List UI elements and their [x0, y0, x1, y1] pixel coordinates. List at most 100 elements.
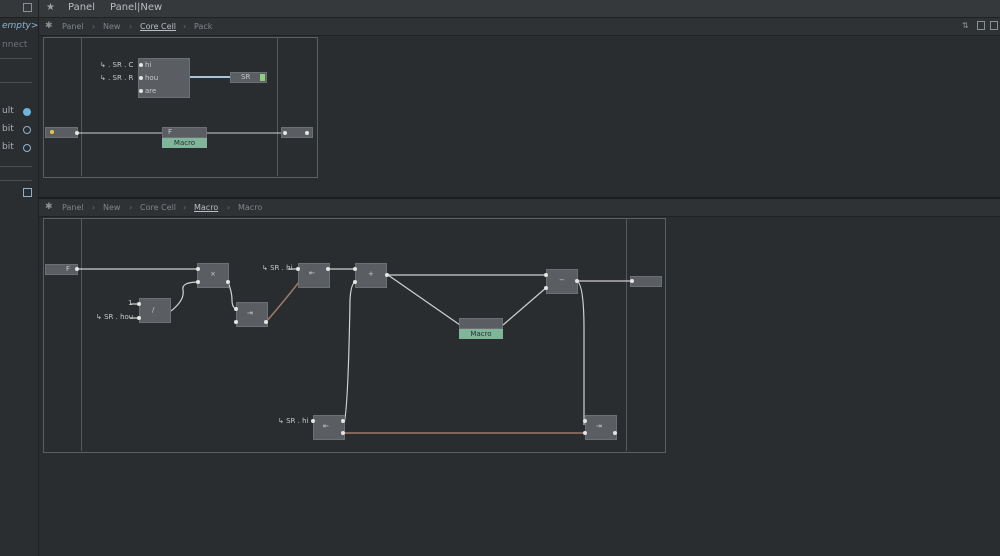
pin[interactable]: [583, 431, 587, 435]
tab-panel-new[interactable]: Panel|New: [110, 2, 163, 13]
port-hou: hou: [145, 74, 159, 82]
output-node[interactable]: [281, 127, 313, 138]
subtract-label: −: [559, 276, 565, 284]
pin[interactable]: [583, 419, 587, 423]
macro-node-header[interactable]: [459, 318, 503, 329]
pin[interactable]: [385, 273, 389, 277]
breadcrumb-panel[interactable]: Panel: [62, 22, 84, 31]
pin[interactable]: [226, 280, 230, 284]
multiply-node[interactable]: [197, 263, 229, 288]
pin[interactable]: [137, 316, 141, 320]
delay-icon: ⇤: [309, 269, 315, 277]
divide-label: /: [152, 306, 155, 314]
editor-splitter[interactable]: [39, 197, 1000, 199]
divider: [0, 166, 32, 167]
feedback-icon: ⇥: [247, 309, 253, 317]
tab-panel[interactable]: Panel: [68, 2, 95, 13]
pin[interactable]: [305, 131, 309, 135]
pin[interactable]: [326, 267, 330, 271]
pin[interactable]: [75, 267, 79, 271]
left-panel: [0, 0, 39, 556]
pin[interactable]: [139, 63, 143, 67]
top-tab-bar: [39, 0, 1000, 18]
breadcrumb-new[interactable]: New: [103, 203, 121, 212]
f-node[interactable]: [162, 127, 207, 138]
chevron-right-icon: ›: [183, 22, 187, 31]
pin[interactable]: [613, 431, 617, 435]
pin[interactable]: [544, 286, 548, 290]
breadcrumb-macro[interactable]: Macro: [194, 203, 219, 212]
pack-node[interactable]: [138, 58, 190, 98]
pin[interactable]: [353, 267, 357, 271]
breadcrumb-new[interactable]: New: [103, 22, 121, 31]
f-node-label: F: [168, 128, 173, 136]
radio-option-3[interactable]: [23, 144, 31, 152]
input-sr-r: ↳ . SR . R: [100, 74, 134, 82]
divide-node[interactable]: [139, 298, 171, 323]
sr-output-node[interactable]: [230, 72, 267, 83]
layout-icon[interactable]: [990, 21, 998, 30]
pin[interactable]: [234, 320, 238, 324]
feedback-icon: ⇥: [596, 422, 602, 430]
output-node[interactable]: [630, 276, 662, 287]
pin[interactable]: [341, 431, 345, 435]
pin[interactable]: [234, 307, 238, 311]
pin[interactable]: [353, 280, 357, 284]
macro-node[interactable]: Macro: [459, 329, 503, 339]
checkbox[interactable]: [23, 188, 32, 197]
top-patch-frame: [43, 37, 318, 178]
chevron-right-icon: ›: [92, 203, 96, 212]
chevron-right-icon: ›: [129, 22, 133, 31]
left-panel-header: [0, 0, 38, 18]
feedback-node-bottom[interactable]: [585, 415, 617, 440]
sr-hi-bottom-label: ↳ SR . hi: [278, 417, 309, 425]
pin[interactable]: [341, 419, 345, 423]
const-one-label: 1: [128, 299, 133, 307]
feedback-node[interactable]: [236, 302, 268, 327]
frame-divider: [81, 38, 82, 176]
sort-icon[interactable]: ⇅: [962, 21, 969, 30]
pin[interactable]: [139, 89, 143, 93]
breadcrumb-pack[interactable]: Pack: [194, 22, 213, 31]
pin[interactable]: [196, 267, 200, 271]
option-label-3: bit: [2, 142, 14, 152]
add-node[interactable]: [355, 263, 387, 288]
radio-option-2[interactable]: [23, 126, 31, 134]
breadcrumb-core-cell[interactable]: Core Cell: [140, 22, 177, 31]
pin[interactable]: [544, 273, 548, 277]
split-view-icon[interactable]: [977, 21, 985, 30]
breadcrumb-panel[interactable]: Panel: [62, 203, 84, 212]
macro-node[interactable]: Macro: [162, 138, 207, 148]
status-indicator: [260, 74, 265, 81]
frame-divider: [626, 219, 627, 451]
chevron-right-icon: ›: [227, 203, 231, 212]
external-link-icon[interactable]: [23, 3, 32, 12]
pin[interactable]: [139, 76, 143, 80]
add-label: +: [368, 270, 374, 278]
pin[interactable]: [264, 320, 268, 324]
f-input-node[interactable]: [45, 264, 78, 275]
delay-node-top[interactable]: [298, 263, 330, 288]
pin[interactable]: [575, 279, 579, 283]
pin[interactable]: [296, 267, 300, 271]
port-are: are: [145, 87, 157, 95]
pin[interactable]: [137, 302, 141, 306]
pin[interactable]: [311, 419, 315, 423]
gear-icon[interactable]: ✱: [45, 202, 53, 212]
pin[interactable]: [283, 131, 287, 135]
pin[interactable]: [196, 280, 200, 284]
chevron-right-icon: ›: [92, 22, 96, 31]
star-icon[interactable]: ★: [46, 2, 55, 13]
pin[interactable]: [75, 131, 79, 135]
breadcrumb-macro-2[interactable]: Macro: [238, 203, 263, 212]
delay-node-bottom[interactable]: [313, 415, 345, 440]
connect-label[interactable]: nnect: [2, 40, 28, 50]
radio-option-1[interactable]: [23, 108, 31, 116]
gear-icon[interactable]: ✱: [45, 21, 53, 31]
breadcrumb-core-cell[interactable]: Core Cell: [140, 203, 177, 212]
multiply-label: ×: [210, 270, 216, 278]
divider: [0, 58, 32, 59]
pin[interactable]: [630, 279, 634, 283]
